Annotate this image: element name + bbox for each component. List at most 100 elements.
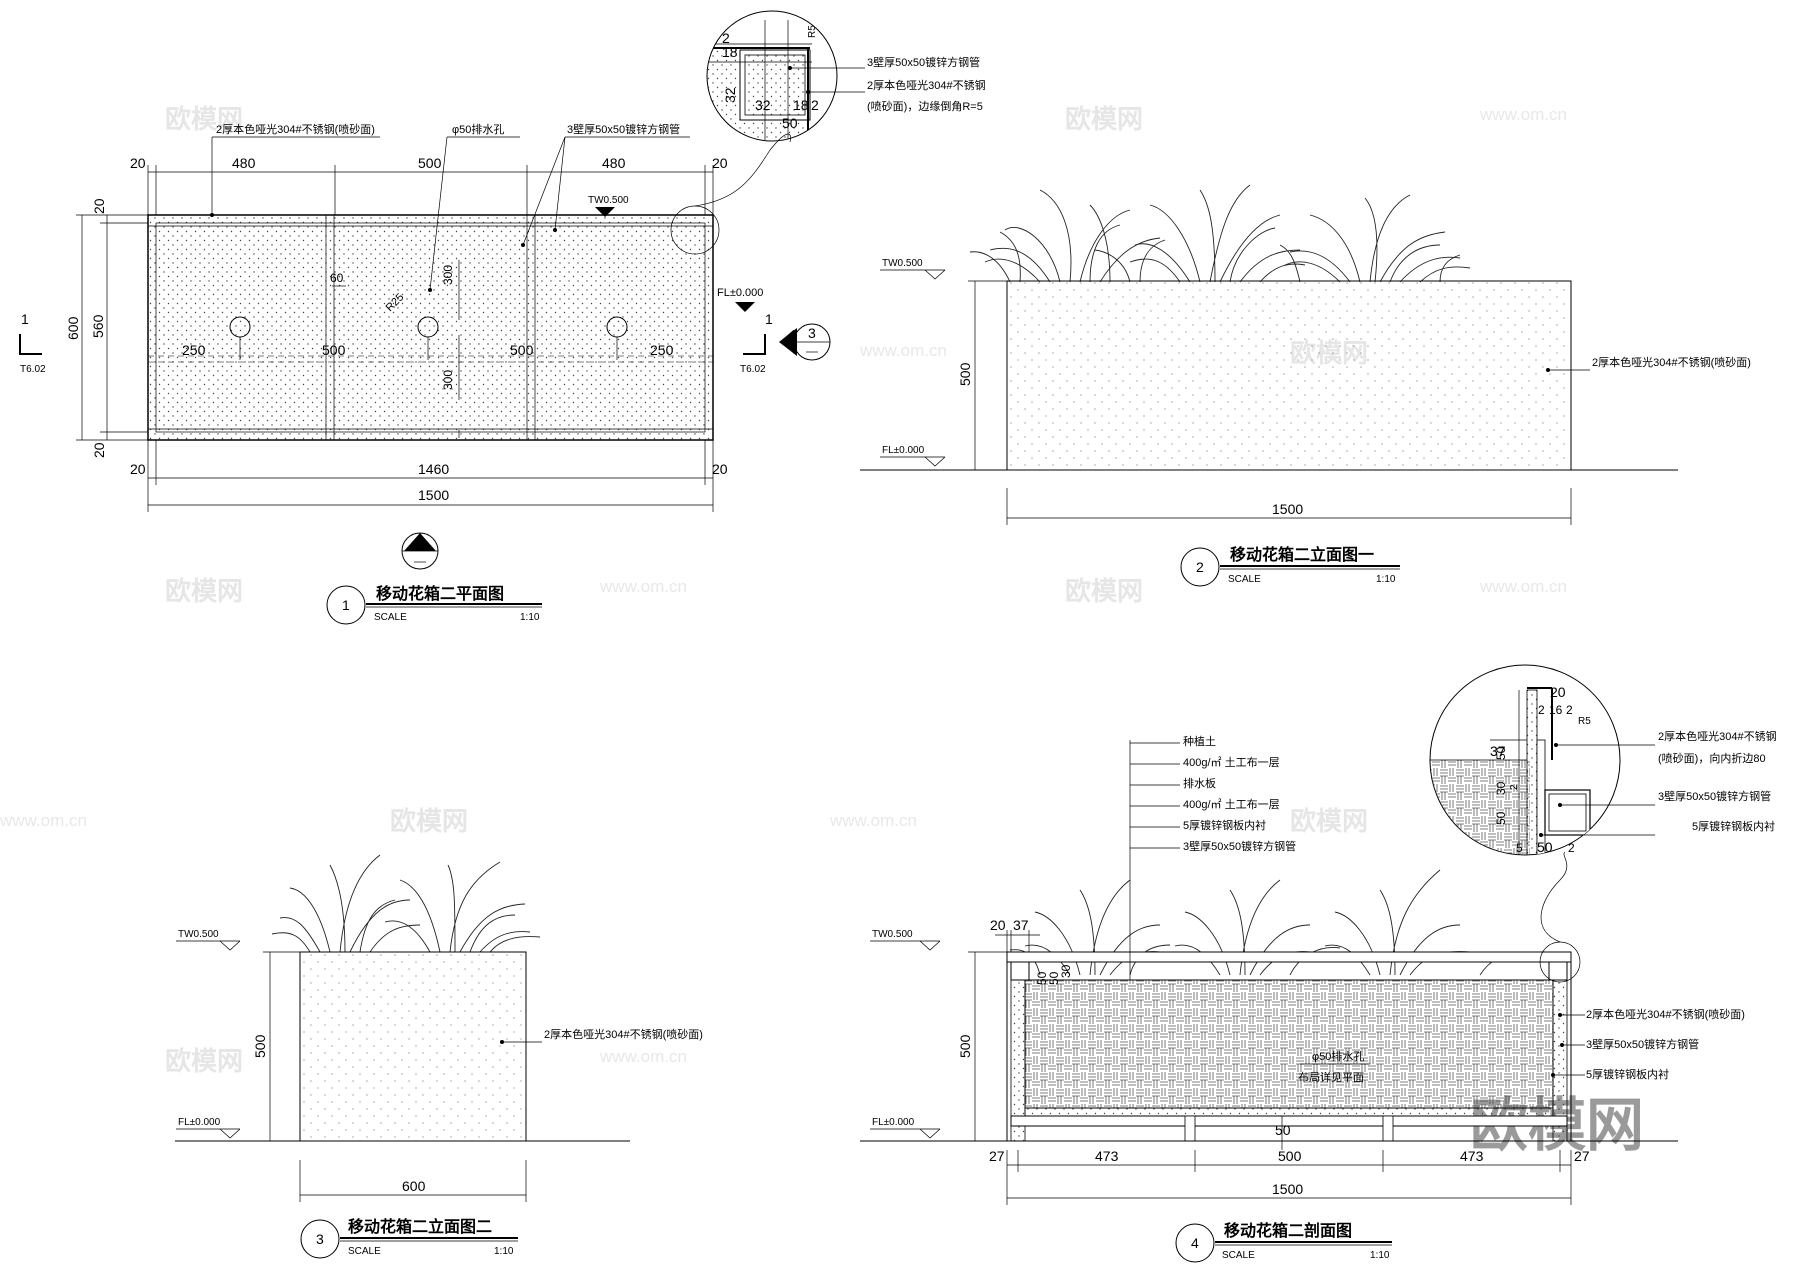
detail-dim: 5 (1516, 841, 1523, 855)
grass-plants (969, 184, 1471, 283)
note-right: 2厚本色哑光304#不锈钢(喷砂面) (1586, 1007, 1745, 1021)
watermark: 欧模网 (165, 104, 243, 134)
dim-side: 50 (1047, 971, 1061, 985)
elevation-view-2: TW0.500 FL±0.000 500 600 2厚本色哑光304#不锈钢(喷… (175, 854, 703, 1259)
dim-side: 50 (1035, 971, 1049, 985)
scale-value: 1:10 (1376, 574, 1396, 585)
dim-bottom: 500 (1278, 1148, 1302, 1164)
watermark: 欧模网 (1290, 806, 1368, 836)
scale-label: SCALE (374, 612, 407, 623)
grass-plants (271, 854, 541, 953)
drawing-number: 3 (316, 1231, 324, 1247)
detail-dim: 50 (1494, 746, 1508, 760)
side-wall (1010, 961, 1026, 1142)
dim-top: 480 (232, 155, 256, 171)
dim-top: 20 (130, 155, 146, 171)
elevation-view-1: TW0.500 FL±0.000 500 1500 2厚本色哑光304#不锈钢(… (860, 184, 1751, 587)
planter-elevation (1006, 280, 1572, 471)
detail-dim: 16 (1549, 703, 1563, 717)
tw-level: TW0.500 (178, 929, 219, 940)
watermark-url: www.om.cn (859, 341, 947, 360)
dim-bottom: 27 (1574, 1148, 1590, 1164)
detail-note: (喷砂面)，边缘倒角R=5 (867, 100, 983, 113)
section-view: TW0.500 FL±0.000 500 20 37 50 50 30 种植土 … (860, 734, 1745, 1263)
tw-level: TW0.500 (882, 258, 923, 269)
drawing-title: 移动花箱二平面图 (376, 584, 504, 603)
note-right: 3壁厚50x50镀锌方钢管 (1586, 1037, 1699, 1051)
scale-label: SCALE (1222, 1250, 1255, 1261)
dim-height: 500 (252, 1034, 268, 1058)
dim-bottom: 473 (1095, 1148, 1119, 1164)
detail-dim: 37 (1490, 743, 1506, 759)
note-steel: 2厚本色哑光304#不锈钢(喷砂面) (216, 122, 375, 136)
drawing-number: 4 (1191, 1235, 1199, 1251)
dim-top: 20 (712, 155, 728, 171)
dim-height: 500 (957, 1034, 973, 1058)
fl-level: FL±0.000 (872, 1117, 915, 1128)
note-steel: 2厚本色哑光304#不锈钢(喷砂面) (544, 1027, 703, 1041)
watermark: 欧模网 (165, 576, 243, 606)
fl-level: FL±0.000 (178, 1117, 221, 1128)
tw-level: TW0.500 (588, 195, 629, 206)
scale-label: SCALE (348, 1246, 381, 1257)
scale-value: 1:10 (1370, 1250, 1390, 1261)
scale-label: SCALE (1228, 574, 1261, 585)
base-frame (1010, 1115, 1568, 1127)
dim-60: 60 (330, 271, 344, 285)
dim-top: 500 (418, 155, 442, 171)
dim-left: 20 (91, 198, 107, 214)
dim-top: 20 (990, 917, 1006, 933)
elevation-mark: 2 (416, 534, 424, 550)
dim-300b: 300 (441, 370, 455, 390)
detail-dim: 2 (722, 30, 730, 46)
detail-dim: 32 (722, 87, 738, 103)
drawing-title: 移动花箱二立面图一 (1230, 545, 1374, 564)
steel-pipe (1010, 961, 1030, 981)
note-drain: φ50排水孔 (452, 122, 504, 136)
dim-width: 600 (402, 1178, 426, 1194)
planter-inner-line (155, 222, 706, 433)
watermark-url: www.om.cn (829, 811, 917, 830)
detail-dim: 50 (1494, 811, 1508, 825)
note-steel: 2厚本色哑光304#不锈钢(喷砂面) (1592, 355, 1751, 369)
fl-level: FL±0.000 (717, 287, 763, 299)
scale-value: 1:10 (494, 1246, 514, 1257)
detail-note: (喷砂面)，向内折边80 (1658, 751, 1766, 765)
layer-legend: 种植土 400g/㎡ 土工布一层 排水板 400g/㎡ 土工布一层 5厚镀锌钢板… (1130, 734, 1296, 853)
detail-dim: 2 (1509, 784, 1520, 790)
detail-note: 2厚本色哑光304#不锈钢 (1658, 729, 1777, 743)
elevation-mark: 3 (808, 325, 816, 341)
drain-note: 布局详见平面 (1298, 1070, 1364, 1084)
dim-500a: 500 (322, 342, 346, 358)
dim-bottom: 27 (989, 1148, 1005, 1164)
layer-label: 3壁厚50x50镀锌方钢管 (1183, 839, 1296, 853)
plan-view: 60 R25 300 300 250 500 500 250 2厚本色哑光304… (19, 122, 831, 625)
dim-left: 20 (91, 442, 107, 458)
section-mark: 1 (21, 311, 29, 327)
layer-label: 400g/㎡ 土工布一层 (1183, 798, 1280, 811)
detail-dim: 30 (1494, 781, 1508, 795)
dim-250a: 250 (182, 342, 206, 358)
planter-outline (147, 214, 714, 441)
dim-bottom: 473 (1460, 1148, 1484, 1164)
layer-label: 种植土 (1183, 734, 1216, 748)
detail-dim: 32 (755, 97, 771, 113)
detail-note: 3壁厚50x50镀锌方钢管 (1658, 789, 1771, 803)
ref-sheet: T6.02 (20, 364, 46, 375)
dim-width: 1500 (1272, 1181, 1303, 1197)
dim-50: 50 (1275, 1122, 1291, 1138)
steel-pipe (1548, 961, 1568, 981)
note-pipe: 3壁厚50x50镀锌方钢管 (567, 122, 680, 136)
note-right: 5厚镀锌钢板内衬 (1586, 1067, 1669, 1081)
dim-top: 480 (602, 155, 626, 171)
fl-level: FL±0.000 (882, 445, 925, 456)
detail-dim: R5 (1578, 716, 1591, 727)
watermark: 欧模网 (1065, 104, 1143, 134)
detail-top: 18 2 R5 32 32 18 2 50 3壁厚50x50镀锌方钢管 2厚本色… (706, 10, 986, 142)
dim-500b: 500 (510, 342, 534, 358)
detail-note: 5厚镀锌钢板内衬 (1692, 819, 1775, 833)
drawing-title: 移动花箱二剖面图 (1224, 1221, 1352, 1240)
detail-dim: 2 (1538, 703, 1545, 717)
dim-total: 1500 (418, 487, 449, 503)
